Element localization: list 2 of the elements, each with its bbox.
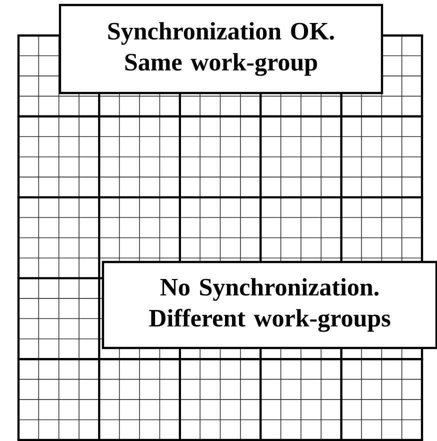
label-box: Synchronization OK. Same work-group	[58, 4, 384, 94]
label-box: No Synchronization. Different work-groups	[102, 260, 437, 350]
